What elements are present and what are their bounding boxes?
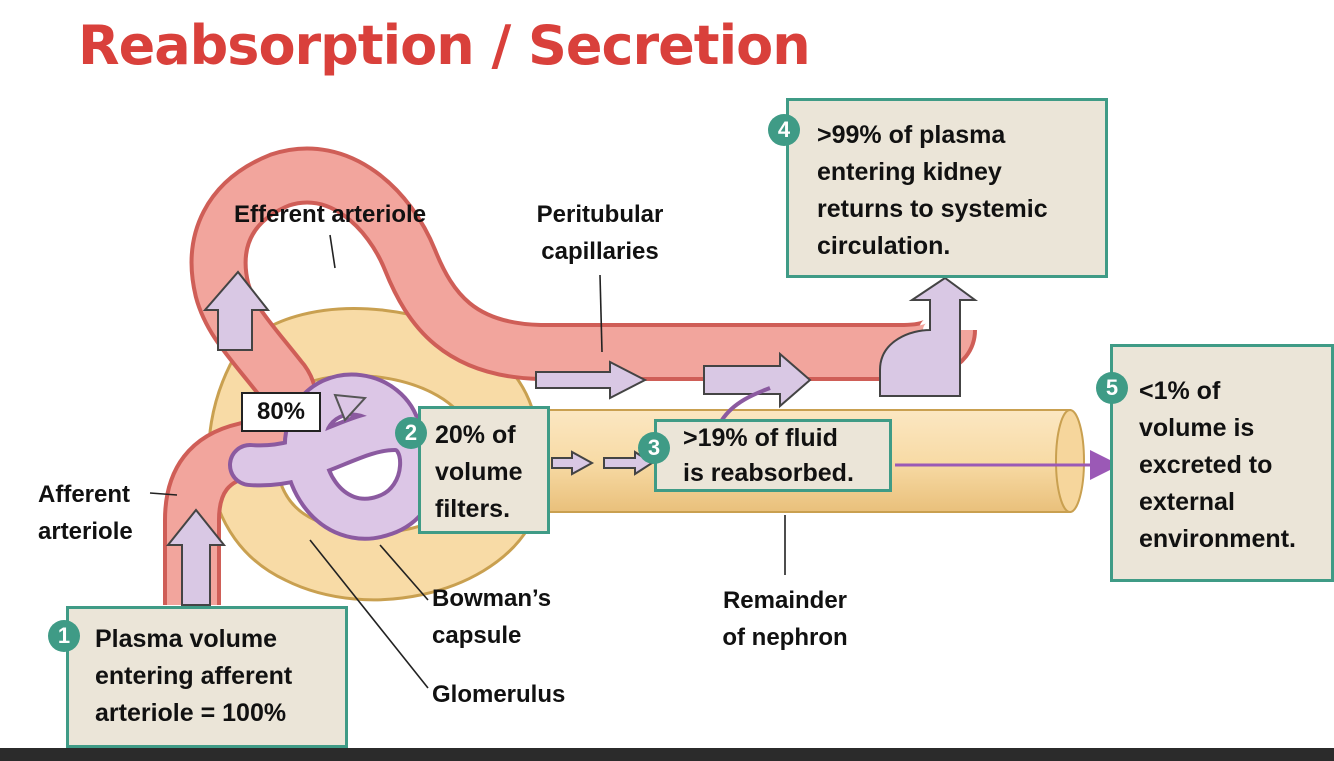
step-1-badge: 1 xyxy=(48,620,80,652)
step-2-badge: 2 xyxy=(395,417,427,449)
step-4-box: >99% of plasma entering kidney returns t… xyxy=(786,98,1108,278)
step-4-line-2: entering kidney xyxy=(817,158,1002,186)
efferent-arteriole-label: Efferent arteriole xyxy=(234,201,427,228)
step-1-line-2: entering afferent xyxy=(95,662,293,690)
step-5-box: <1% of volume is excreted to external en… xyxy=(1110,344,1334,582)
step-5-line-2: volume is xyxy=(1139,414,1255,442)
step-2-line-2: volume xyxy=(435,458,523,486)
step-3-line-2: is reabsorbed. xyxy=(683,459,854,487)
step-2-box: 20% of volume filters. xyxy=(418,406,550,534)
bowmans-capsule-label: Bowman’s capsule xyxy=(432,580,551,654)
filtrate-arrow-1 xyxy=(551,450,595,476)
flow-arrows xyxy=(165,270,979,606)
glomerulus-label: Glomerulus xyxy=(432,681,566,708)
step-5-line-4: external xyxy=(1139,488,1235,516)
step-3-line-1: >19% of fluid xyxy=(683,424,838,452)
remainder-of-nephron-label: Remainder of nephron xyxy=(690,582,880,656)
eighty-percent-label: 80% xyxy=(241,392,321,432)
afferent-arteriole-label: Afferent arteriole xyxy=(38,476,133,550)
step-4-line-1: >99% of plasma xyxy=(817,121,1006,149)
bowman-line-2: capsule xyxy=(432,622,522,649)
step-2-line-1: 20% of xyxy=(435,421,516,449)
afferent-line-2: arteriole xyxy=(38,518,133,545)
afferent-line-1: Afferent xyxy=(38,481,131,508)
peritubular-capillaries-label: Peritubular capillaries xyxy=(520,196,680,270)
afferent-flow-arrow xyxy=(165,508,227,606)
remainder-line-1: Remainder xyxy=(722,587,848,614)
upward-flow-arrow xyxy=(202,270,271,351)
step-1-line-1: Plasma volume xyxy=(95,625,278,653)
glomerulus-loop xyxy=(228,372,443,541)
step-3-badge: 3 xyxy=(638,432,670,464)
step-4-badge: 4 xyxy=(768,114,800,146)
remainder-line-2: of nephron xyxy=(722,624,848,651)
step-2-line-3: filters. xyxy=(435,495,511,523)
reabsorption-arrow xyxy=(720,386,771,422)
step-4-line-4: circulation. xyxy=(817,232,951,260)
peritubular-line-2: capillaries xyxy=(541,238,659,265)
filtrate-arrow-2 xyxy=(603,450,654,476)
return-flow-arrow xyxy=(879,276,979,397)
step-1-box: Plasma volume entering afferent arteriol… xyxy=(66,606,348,748)
step-5-line-5: environment. xyxy=(1139,525,1296,553)
leader-lines xyxy=(149,234,786,689)
step-3-box: >19% of fluid is reabsorbed. xyxy=(654,419,892,492)
efferent-flow-arrow-1 xyxy=(535,360,648,400)
step-4-line-3: returns to systemic xyxy=(817,195,1048,223)
bowman-line-1: Bowman’s xyxy=(432,585,552,612)
bottom-bar xyxy=(0,748,1334,761)
peritubular-line-1: Peritubular xyxy=(536,201,664,228)
step-5-line-1: <1% of xyxy=(1139,377,1221,405)
step-1-line-3: arteriole = 100% xyxy=(95,699,287,727)
step-5-badge: 5 xyxy=(1096,372,1128,404)
step-5-line-3: excreted to xyxy=(1139,451,1273,479)
page-title: Reabsorption / Secretion xyxy=(78,14,811,77)
efferent-flow-arrow-2 xyxy=(703,351,812,409)
